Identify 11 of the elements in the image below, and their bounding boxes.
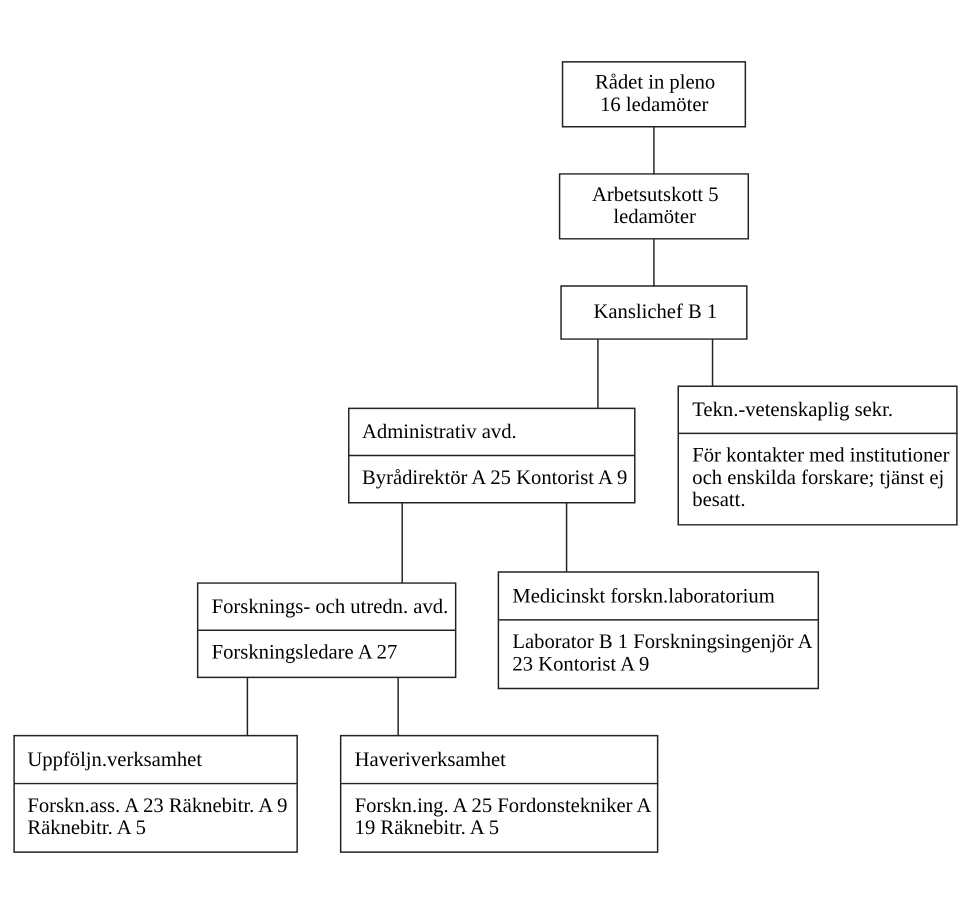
node-box: Kanslichef B 1	[560, 284, 748, 340]
connector	[653, 126, 655, 174]
connector	[246, 677, 248, 736]
node-box: Arbetsutskott 5 ledamöter	[558, 172, 750, 240]
connector	[566, 502, 568, 572]
connector	[653, 238, 655, 286]
connector	[397, 677, 399, 736]
node-box: Rådet in pleno 16 ledamöter	[562, 60, 746, 127]
connector	[597, 338, 599, 408]
connector	[712, 338, 714, 386]
connector	[401, 502, 403, 582]
